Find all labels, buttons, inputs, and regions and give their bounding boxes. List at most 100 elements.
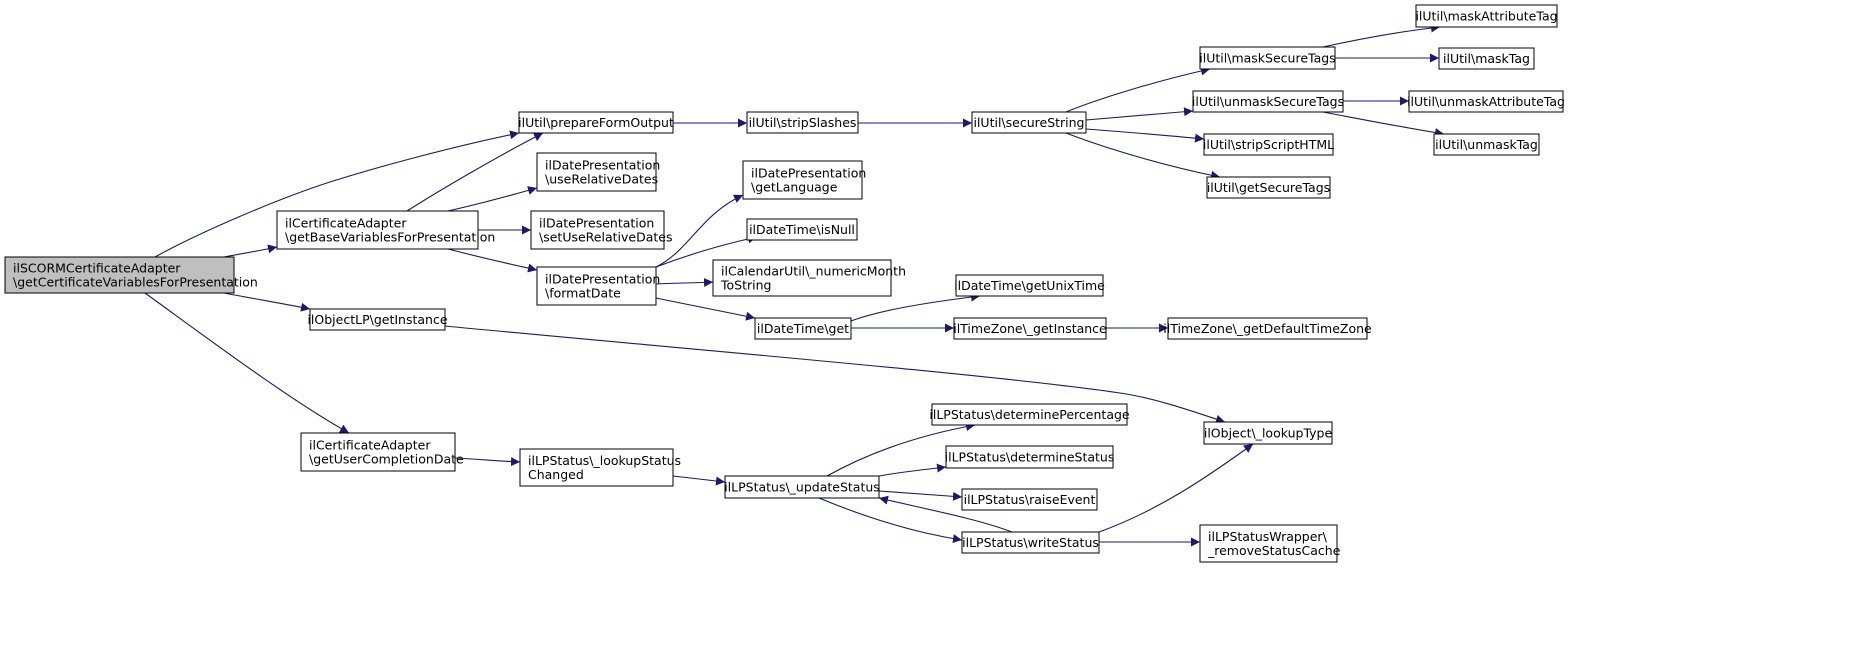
node-box[interactable] [971, 111, 1087, 134]
edge-path [818, 497, 963, 544]
node-root[interactable]: ilSCORMCertificateAdapter\getCertificate… [4, 256, 258, 294]
node-box[interactable] [953, 317, 1107, 340]
node-secure-string[interactable]: ilUtil\secureString [971, 111, 1087, 134]
node-remove-status-cache[interactable]: ilLPStatusWrapper\_removeStatusCache [1199, 524, 1341, 563]
edge-get-instance-to-lookup-type [444, 325, 1226, 424]
node-box[interactable] [1167, 317, 1368, 340]
node-label-line: ilTimeZone\_getDefaultTimeZone [1163, 321, 1372, 336]
node-is-null[interactable]: ilDateTime\isNull [746, 218, 858, 241]
node-box[interactable] [518, 111, 674, 134]
edge-path [878, 495, 1013, 533]
node-label-line: ilUtil\stripSlashes [749, 115, 857, 130]
node-box[interactable] [530, 210, 665, 250]
node-label-line: ilUtil\stripScriptHTML [1203, 137, 1334, 152]
edge-lookup-status-changed-to-update-status [672, 475, 726, 486]
node-box[interactable] [955, 274, 1104, 297]
node-box[interactable] [945, 445, 1114, 469]
node-box[interactable] [1438, 47, 1535, 70]
node-get-base-vars[interactable]: ilCertificateAdapter\getBaseVariablesFor… [276, 210, 495, 250]
node-box[interactable] [1433, 133, 1540, 156]
node-unmask-attribute-tag[interactable]: ilUtil\unmaskAttributeTag [1407, 90, 1565, 113]
node-label-line: ilUtil\getSecureTags [1207, 180, 1330, 195]
node-set-use-relative-dates[interactable]: ilDatePresentation\setUseRelativeDates [530, 210, 672, 250]
node-label-line: \getCertificateVariablesForPresentation [13, 275, 258, 290]
node-get-user-completion[interactable]: ilCertificateAdapter\getUserCompletionDa… [300, 432, 464, 472]
edge-path [826, 422, 976, 477]
node-tz-get-instance[interactable]: ilTimeZone\_getInstance [953, 317, 1107, 340]
node-strip-slashes[interactable]: ilUtil\stripSlashes [746, 111, 859, 134]
edge-path [878, 490, 963, 501]
node-box[interactable] [1192, 90, 1344, 113]
node-box[interactable] [961, 531, 1100, 554]
node-use-relative-dates[interactable]: ilDatePresentation\useRelativeDates [536, 152, 660, 192]
edge-write-status-to-update-status [878, 495, 1013, 533]
edge-root-to-get-base-vars [223, 244, 278, 258]
node-box[interactable] [1203, 421, 1333, 445]
node-box[interactable] [742, 160, 863, 200]
edge-get-base-vars-to-use-relative-dates [447, 186, 538, 212]
node-label-line: ilLPStatusWrapper\ [1208, 529, 1328, 544]
node-box[interactable] [712, 259, 892, 297]
node-determine-status[interactable]: ilLPStatus\determineStatus [945, 445, 1115, 469]
node-get-secure-tags[interactable]: ilUtil\getSecureTags [1206, 176, 1331, 199]
node-box[interactable] [536, 152, 657, 192]
node-label-line: ilDateTime\isNull [749, 222, 855, 237]
edge-path [1098, 443, 1254, 533]
node-label-line: ilUtil\maskSecureTags [1199, 51, 1335, 66]
node-label-line: ilSCORMCertificateAdapter [13, 261, 181, 276]
node-mask-tag[interactable]: ilUtil\maskTag [1438, 47, 1535, 70]
node-get-instance[interactable]: ilObjectLP\getInstance [307, 308, 448, 331]
node-update-status[interactable]: ilLPStatus\_updateStatus [724, 475, 880, 499]
node-mask-secure-tags[interactable]: ilUtil\maskSecureTags [1199, 46, 1336, 70]
node-label-line: \setUseRelativeDates [539, 230, 672, 245]
node-box[interactable] [1206, 176, 1331, 199]
node-box[interactable] [754, 317, 852, 340]
node-box[interactable] [1203, 133, 1334, 156]
node-unmask-secure-tags[interactable]: ilUtil\unmaskSecureTags [1192, 90, 1344, 113]
node-box[interactable] [1199, 524, 1338, 563]
node-box[interactable] [1199, 46, 1336, 70]
node-box[interactable] [519, 448, 674, 487]
node-get-default-time-zone[interactable]: ilTimeZone\_getDefaultTimeZone [1163, 317, 1372, 340]
edge-path [655, 297, 756, 321]
node-unmask-tag[interactable]: ilUtil\unmaskTag [1433, 133, 1540, 156]
node-mask-attribute-tag[interactable]: ilUtil\maskAttributeTag [1415, 4, 1558, 28]
node-get-unix-time[interactable]: ilDateTime\getUnixTime [954, 274, 1105, 297]
node-determine-percentage[interactable]: ilLPStatus\determinePercentage [929, 403, 1130, 426]
node-box[interactable] [300, 432, 456, 472]
node-dt-get[interactable]: ilDateTime\get [754, 317, 852, 340]
edge-root-to-get-instance [223, 292, 311, 312]
node-raise-event[interactable]: ilLPStatus\raiseEvent [961, 488, 1098, 511]
node-get-language[interactable]: ilDatePresentation\getLanguage [742, 160, 866, 200]
node-box[interactable] [1415, 4, 1558, 28]
node-strip-script-html[interactable]: ilUtil\stripScriptHTML [1203, 133, 1334, 156]
node-box[interactable] [724, 475, 880, 499]
edge-format-date-to-get-language [655, 194, 744, 268]
node-box[interactable] [1408, 90, 1564, 113]
node-box[interactable] [4, 256, 235, 294]
node-label-line: ilTimeZone\_getInstance [953, 321, 1107, 336]
node-label-line: ToString [720, 278, 771, 293]
node-box[interactable] [746, 111, 859, 134]
node-label-line: \getUserCompletionDate [309, 452, 464, 467]
node-label-line: ilLPStatus\determineStatus [945, 450, 1115, 465]
node-box[interactable] [961, 488, 1098, 511]
node-lookup-type[interactable]: ilObject\_lookupType [1203, 421, 1333, 445]
node-box[interactable] [536, 266, 657, 306]
node-prepare-form-output[interactable]: ilUtil\prepareFormOutput [518, 111, 674, 134]
node-box[interactable] [276, 210, 479, 250]
node-format-date[interactable]: ilDatePresentation\formatDate [536, 266, 660, 306]
node-label-line: \useRelativeDates [545, 172, 658, 187]
node-box[interactable] [931, 403, 1128, 426]
node-label-line: ilObject\_lookupType [1204, 426, 1333, 441]
node-label-line: ilDateTime\get [757, 321, 849, 336]
node-box[interactable] [309, 308, 446, 331]
node-box[interactable] [746, 218, 858, 241]
node-write-status[interactable]: ilLPStatus\writeStatus [961, 531, 1100, 554]
edge-path [223, 244, 278, 258]
node-label-line: ilObjectLP\getInstance [307, 312, 447, 327]
edge-format-date-to-numeric-month [655, 277, 714, 287]
edge-get-base-vars-to-format-date [447, 248, 538, 273]
